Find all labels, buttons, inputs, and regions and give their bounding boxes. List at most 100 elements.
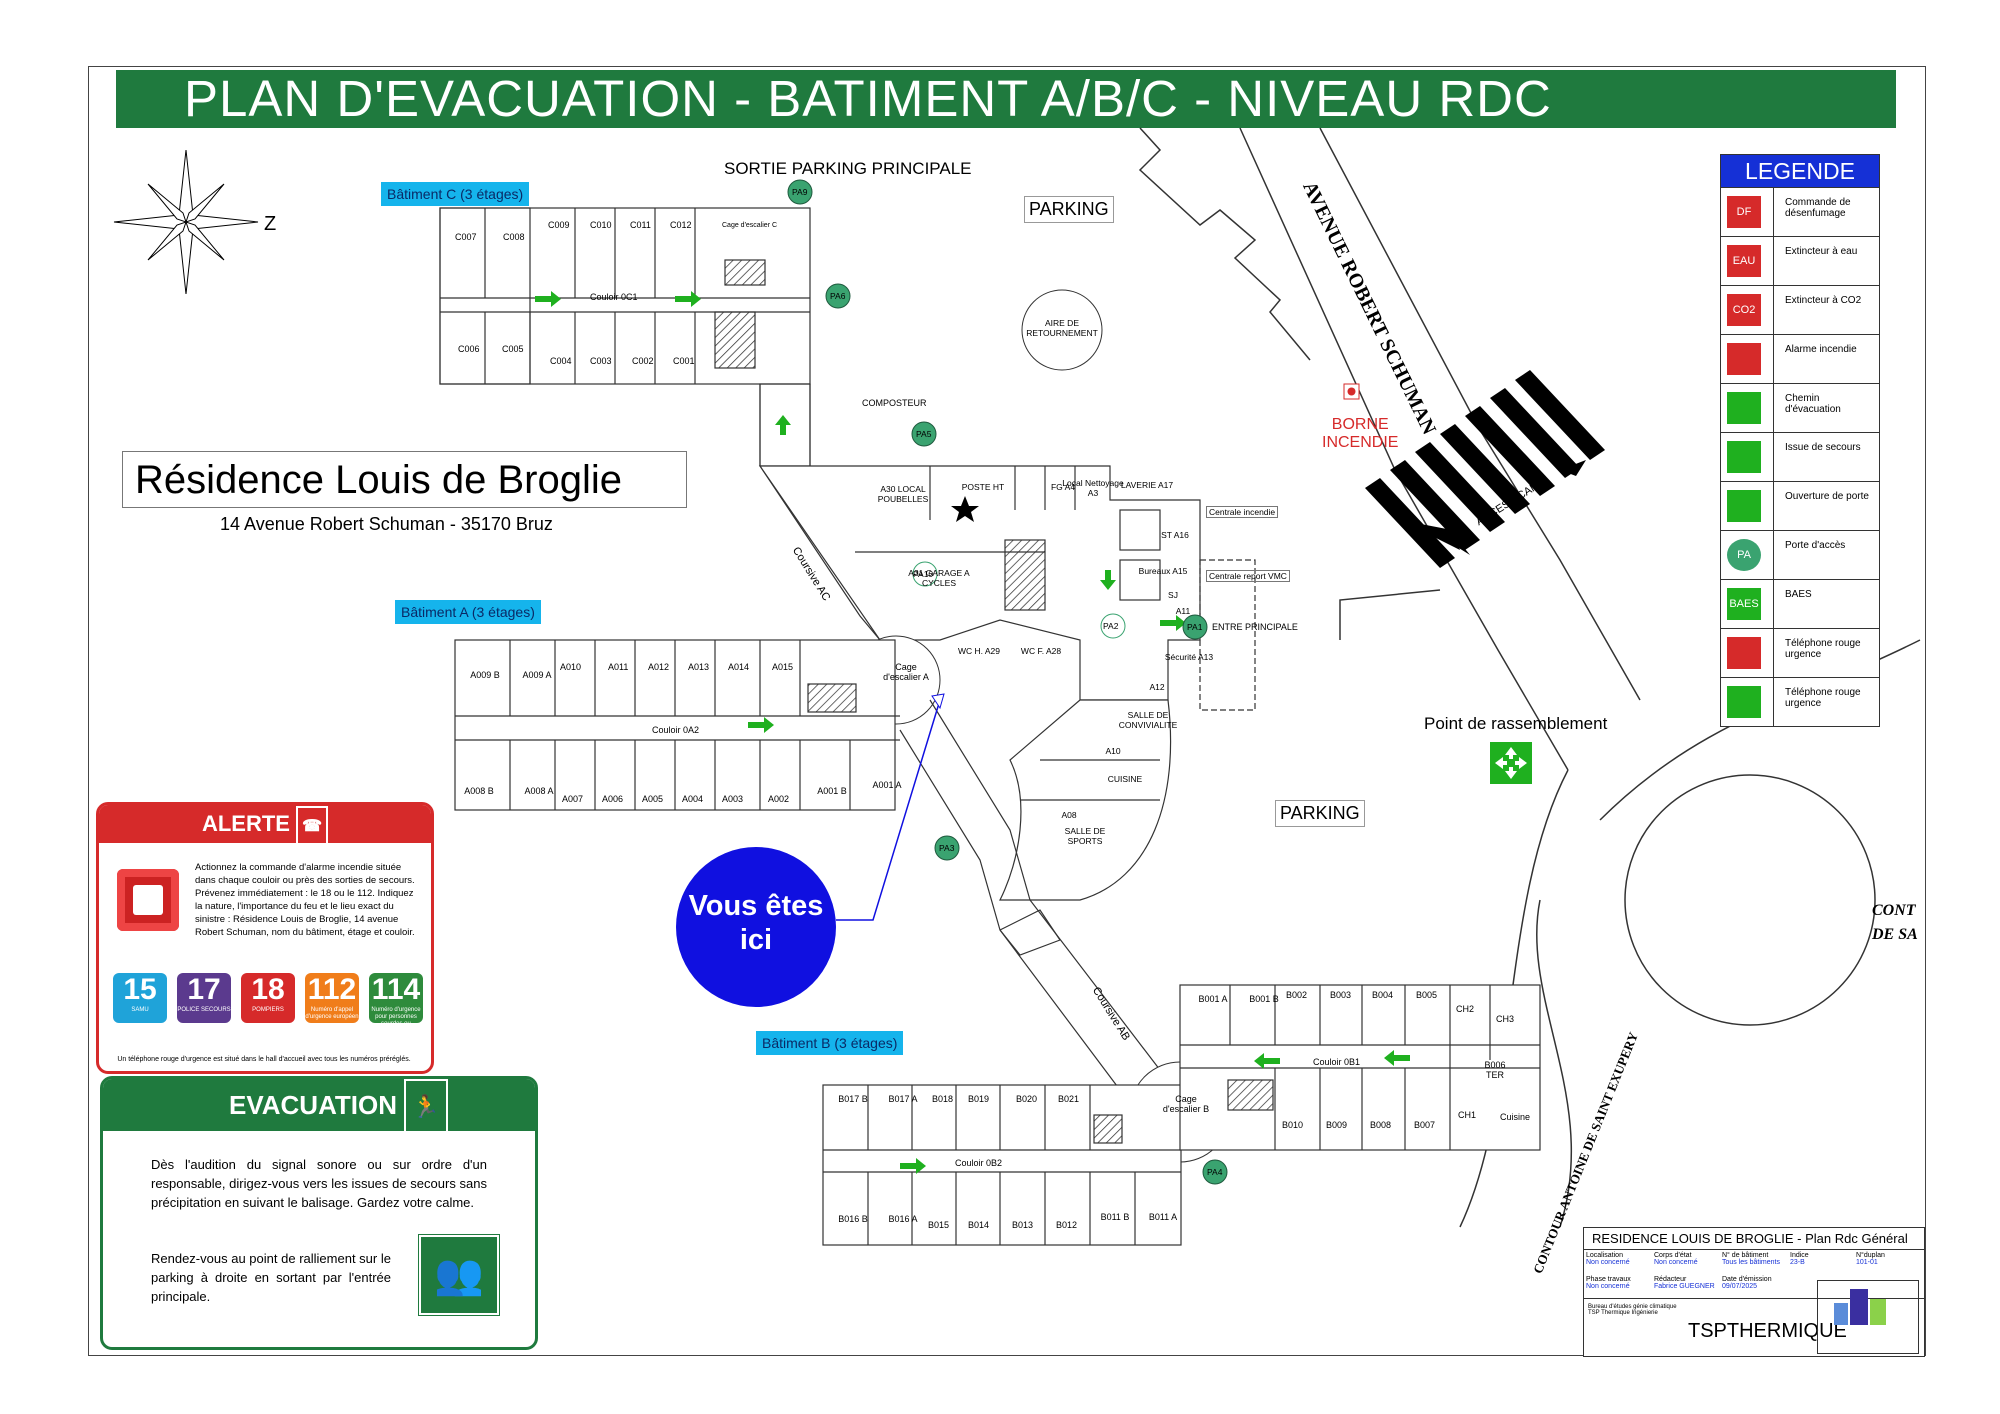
room-label: B020 xyxy=(1016,1094,1038,1104)
water-extinguisher-icon: EAU xyxy=(1727,245,1761,277)
room-label: A008 A xyxy=(524,786,554,796)
room-label: A08 xyxy=(1061,810,1077,820)
room-label: A12 xyxy=(1149,682,1165,692)
fire-alarm-icon xyxy=(1727,343,1761,375)
fire-phone-icon: ☎ xyxy=(296,806,329,848)
plan-title: PLAN D'EVACUATION - BATIMENT A/B/C - NIV… xyxy=(184,70,1552,127)
room-label: Cuisine xyxy=(1500,1112,1531,1122)
room-label: C006 xyxy=(458,344,480,354)
evacuation-panel: EVACUATION 🏃 Dès l'audition du signal so… xyxy=(100,1076,538,1350)
legend-label: Extincteur à eau xyxy=(1785,246,1858,257)
room-label: B012 xyxy=(1056,1220,1078,1230)
title-block: RESIDENCE LOUIS DE BROGLIE - Plan Rdc Gé… xyxy=(1583,1227,1925,1357)
room-label: A004 xyxy=(682,794,704,804)
building-b-tag: Bâtiment B (3 étages) xyxy=(756,1031,904,1055)
access-point-pa10 xyxy=(912,561,938,587)
corridor-b1-label: Couloir 0B1 xyxy=(1313,1057,1361,1067)
room-label: SJ xyxy=(1168,590,1178,600)
fire-panel-label: Centrale incendie xyxy=(1206,506,1279,518)
room-label: Bureaux A15 xyxy=(1138,566,1188,576)
legend-row: Chemin d'évacuation xyxy=(1721,383,1879,432)
baes-icon: BAES xyxy=(1727,588,1761,620)
room-label: SALLE DE SPORTS xyxy=(1064,826,1106,846)
door-opening-icon xyxy=(1727,490,1761,522)
composter-label: COMPOSTEUR xyxy=(862,398,927,408)
room-label: B018 xyxy=(932,1094,954,1104)
high-voltage-icon xyxy=(951,496,979,522)
room-label: B019 xyxy=(968,1094,990,1104)
compass-rose-icon: Z xyxy=(113,149,276,295)
building-c-tag: Bâtiment C (3 étages) xyxy=(381,182,530,206)
stair-c-label: Cage d'escalier C xyxy=(722,222,778,229)
rally-point-instructions: Rendez-vous au point de ralliement sur l… xyxy=(151,1251,391,1304)
room-label: A009 A xyxy=(522,670,552,680)
room-label: POSTE HT xyxy=(961,482,1005,492)
room-label: B001 B xyxy=(1249,994,1279,1004)
room-label: SALLE DE CONVIVIALITE xyxy=(1118,710,1178,730)
plan-title-bar: PLAN D'EVACUATION - BATIMENT A/B/C - NIV… xyxy=(116,70,1896,128)
room-label: Sécurité A13 xyxy=(1164,652,1214,662)
corridor-b2-label: Couloir 0B2 xyxy=(955,1158,1003,1168)
room-label: B010 xyxy=(1282,1120,1304,1130)
room-label: A003 xyxy=(722,794,744,804)
access-point-pa4 xyxy=(1202,1159,1228,1185)
room-label: C004 xyxy=(550,356,572,366)
emergency-exit-icon xyxy=(1727,441,1761,473)
legend-label: Ouverture de porte xyxy=(1785,491,1869,502)
access-direction-arrow xyxy=(1430,530,1478,555)
edge-street-label: DE SA xyxy=(1872,926,1918,943)
room-label: A009 B xyxy=(470,670,500,680)
access-point-label-pa4: PA4 xyxy=(1207,1167,1223,1177)
residence-logo-icon xyxy=(1817,1280,1919,1354)
room-label: CH1 xyxy=(1458,1110,1477,1120)
alarm-button-icon xyxy=(117,869,179,931)
legend-title: LEGENDE xyxy=(1721,155,1879,187)
legend-label: Commande de désenfumage xyxy=(1785,197,1851,219)
access-point-label-pa10: PA10 xyxy=(913,569,934,579)
plan-frame xyxy=(88,66,1926,1356)
evacuation-arrow-icon xyxy=(1727,392,1761,424)
room-label: B016 A xyxy=(888,1214,918,1224)
corridor-a-label: Couloir 0A2 xyxy=(652,725,700,735)
access-point-pa1 xyxy=(1182,614,1208,640)
room-label: ST A16 xyxy=(1161,530,1189,540)
corridor-c-label: Couloir 0C1 xyxy=(590,292,638,302)
room-label: LAVERIE A17 xyxy=(1120,480,1174,490)
room-label: WC H. A29 xyxy=(957,646,1001,656)
legend-row: Ouverture de porte xyxy=(1721,481,1879,530)
emergency-exit-icon: 🏃 xyxy=(404,1079,448,1135)
building-b-east xyxy=(1179,984,1541,1151)
room-label: C009 xyxy=(548,220,570,230)
room-label: C003 xyxy=(590,356,612,366)
access-point-label-pa6: PA6 xyxy=(830,291,846,301)
central-block xyxy=(758,465,1256,901)
access-points xyxy=(787,179,1228,1185)
room-label: A012 xyxy=(648,662,670,672)
room-label: B013 xyxy=(1012,1220,1034,1230)
office-info: Bureau d'études génie climatique TSP The… xyxy=(1588,1304,1677,1316)
building-c xyxy=(439,207,811,385)
building-a-tag: Bâtiment A (3 étages) xyxy=(395,600,541,624)
alert-title: ALERTE ☎ xyxy=(99,805,431,848)
legend-label: Téléphone rouge urgence xyxy=(1785,687,1861,709)
residence-address: 14 Avenue Robert Schuman - 35170 Bruz xyxy=(220,514,553,534)
room-label: A010 xyxy=(560,662,582,672)
legend-label: Téléphone rouge urgence xyxy=(1785,638,1861,660)
room-label: C008 xyxy=(503,232,525,242)
room-label: A11 xyxy=(1175,606,1191,616)
room-label: Local Nettoyage A3 xyxy=(1062,478,1124,498)
evacuation-title: EVACUATION 🏃 xyxy=(103,1079,535,1135)
room-label: CUISINE xyxy=(1107,774,1143,784)
residence-name: Résidence Louis de Broglie xyxy=(135,458,622,502)
room-label: C007 xyxy=(455,232,477,242)
room-label: B006 TER xyxy=(1484,1060,1506,1080)
